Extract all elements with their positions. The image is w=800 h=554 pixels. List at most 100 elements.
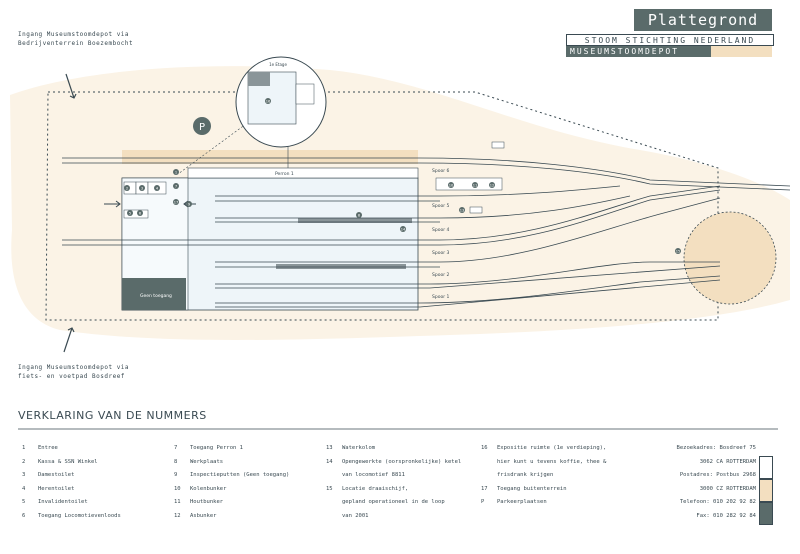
- legend-text: Werkplaats: [190, 458, 224, 465]
- legend-item: 6 Toegang Locomotievenloods: [22, 510, 121, 524]
- legend-text: Herentoilet: [38, 485, 75, 492]
- legend-item: gepland operationeel in de loop: [326, 496, 461, 510]
- legend-number: 7: [174, 445, 178, 451]
- visit-city: 3062 CA ROTTERDAM: [699, 458, 756, 465]
- map-marker-7: 7: [173, 183, 179, 189]
- visit-address: Bezoekadres: Bosdreef 75: [676, 445, 756, 451]
- inspection-pit-upper: [298, 218, 412, 223]
- map-marker-11: 11: [472, 182, 478, 188]
- water-column-box: [469, 206, 483, 214]
- svg-text:2: 2: [126, 186, 128, 190]
- legend-text: frisdrank krijgen: [497, 472, 554, 478]
- track-lines: [62, 157, 791, 308]
- boiler-box: [491, 141, 505, 149]
- no-access-area: [122, 278, 186, 310]
- svg-text:12: 12: [490, 183, 495, 187]
- legend-number: 5: [22, 499, 26, 505]
- svg-text:3: 3: [141, 186, 143, 190]
- entrance-top-arrow-icon: [65, 73, 77, 99]
- map-marker-3: 3: [139, 185, 145, 191]
- svg-text:1: 1: [175, 170, 177, 174]
- map-marker-8: 8: [356, 212, 362, 218]
- entrance-top-line-1: Ingang Museumstoomdepot via: [18, 31, 130, 38]
- svg-text:14: 14: [401, 227, 406, 231]
- legend-text: Locatie draaischijf,: [342, 485, 409, 492]
- entrance-top-label: Ingang Museumstoomdepot via Bedrijventer…: [18, 30, 133, 48]
- svg-text:8: 8: [358, 213, 361, 217]
- legend-text: Opengewerkte (oorspronkelijke) ketel: [342, 458, 462, 465]
- svg-text:5: 5: [129, 211, 131, 215]
- legend-number: 11: [174, 499, 181, 505]
- legend-item: van locomotief 8811: [326, 469, 461, 483]
- svg-text:13: 13: [460, 208, 465, 212]
- legend-item: hier kunt u tevens koffie, thee &: [481, 456, 606, 470]
- legend-number: 12: [174, 512, 181, 519]
- svg-text:4: 4: [156, 186, 159, 190]
- legend-item: 4 Herentoilet: [22, 483, 121, 497]
- parking-icon: [193, 117, 211, 135]
- legend-text: hier kunt u tevens koffie, thee &: [497, 458, 607, 465]
- svg-text:17: 17: [174, 200, 179, 204]
- legend-number: 6: [22, 512, 26, 519]
- map-title: Plattegrond: [634, 9, 772, 31]
- legend-number: [481, 456, 497, 470]
- legend-item: frisdrank krijgen: [481, 469, 606, 483]
- map-marker-13: 13: [459, 207, 465, 213]
- legend-number: 4: [22, 485, 26, 492]
- legend-number: [326, 496, 342, 510]
- legend-text: van locomotief 8811: [342, 472, 405, 478]
- map-marker-12: 12: [489, 182, 495, 188]
- legend-text: Entree: [38, 445, 58, 451]
- legend-number: 14: [326, 458, 333, 465]
- map-marker-2: 2: [124, 185, 130, 191]
- legend-text: Expositie ruimte (1e verdieping),: [497, 445, 607, 451]
- depot-accent-bar: [711, 46, 772, 57]
- legend-divider: [18, 428, 778, 430]
- map-marker-4: 4: [154, 185, 160, 191]
- inset-label: 1e Etage: [269, 62, 287, 67]
- phone: Telefoon: 010 202 92 82: [679, 499, 756, 505]
- fax: Fax: 010 282 92 84: [696, 512, 756, 519]
- swatch-light: [759, 456, 773, 479]
- legend-text: Houtbunker: [190, 499, 224, 505]
- swatch-sand: [759, 479, 773, 502]
- map-marker-15: 15: [675, 248, 681, 254]
- legend-text: Kolenbunker: [190, 485, 227, 492]
- legend-number: [326, 469, 342, 483]
- svg-text:15: 15: [676, 249, 681, 253]
- map-marker-9: 9: [186, 201, 192, 207]
- legend-number: [481, 469, 497, 483]
- track-label-5: Spoor 5: [432, 203, 449, 209]
- map-marker-10: 10: [448, 182, 454, 188]
- legend-number: 13: [326, 445, 333, 451]
- legend-item: 11 Houtbunker: [174, 496, 289, 510]
- track-label-1: Spoor 1: [432, 294, 449, 300]
- map-marker-1: 1: [173, 169, 179, 175]
- parking-symbol: P: [199, 122, 205, 133]
- track-label-6: Spoor 6: [432, 168, 449, 174]
- legend-number: 2: [22, 458, 26, 465]
- legend-text: van 2001: [342, 512, 369, 519]
- legend-number: [326, 510, 342, 524]
- depot-name: MUSEUMSTOOMDEPOT: [566, 46, 711, 57]
- legend-text: Toegang Locomotievenloods: [38, 512, 121, 519]
- map-marker-14: 14: [400, 226, 406, 232]
- legend-number: 3: [22, 472, 26, 478]
- svg-text:7: 7: [175, 184, 177, 188]
- legend-number: 17: [481, 485, 488, 492]
- legend-text: gepland operationeel in de loop: [342, 499, 445, 505]
